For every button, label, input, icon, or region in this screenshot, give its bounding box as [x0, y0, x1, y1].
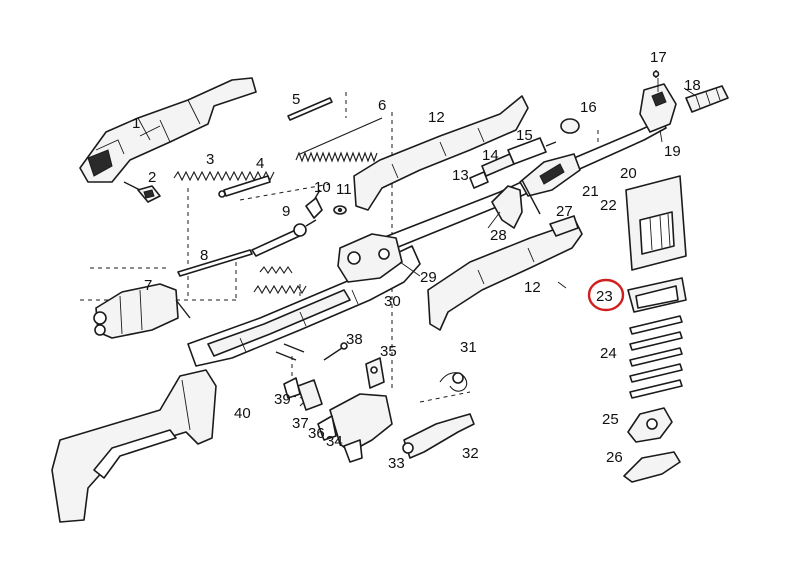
part-22-magazine-body — [625, 175, 687, 271]
label-31: 31 — [460, 339, 477, 356]
label-36: 36 — [308, 425, 325, 442]
label-10: 10 — [314, 179, 331, 196]
label-2: 2 — [148, 169, 156, 186]
part-26-floor-plate — [623, 451, 681, 483]
part-8-firing-pin — [177, 249, 253, 277]
part-34-trigger — [317, 415, 337, 441]
label-11: 11 — [336, 181, 352, 198]
label-21: 21 — [582, 183, 599, 200]
part-2-key — [123, 181, 161, 203]
highlight-ring-23 — [587, 278, 625, 312]
label-6: 6 — [378, 97, 386, 114]
label-13: 13 — [452, 167, 469, 184]
part-28-rear-sight — [491, 179, 541, 229]
label-16: 16 — [580, 99, 597, 116]
label-24: 24 — [600, 345, 617, 362]
label-15: 15 — [516, 127, 533, 144]
label-9: 9 — [282, 203, 290, 220]
part-24-magazine-spring — [629, 315, 683, 399]
part-16-cap — [560, 118, 580, 134]
label-27: 27 — [556, 203, 573, 220]
label-18: 18 — [684, 77, 701, 94]
part-29-trunnion — [337, 233, 403, 283]
part-32-safety-lever — [402, 413, 475, 459]
label-1: 1 — [132, 115, 140, 132]
part-labels: 1 2 3 4 5 6 7 8 9 10 11 12 12 13 14 15 1… — [132, 49, 701, 472]
label-8: 8 — [200, 247, 208, 264]
part-33-trigger-group — [329, 393, 393, 463]
label-33: 33 — [388, 455, 405, 472]
part-27-handguard-retainer — [549, 215, 579, 237]
label-26: 26 — [606, 449, 623, 466]
part-15-gas-tube — [507, 137, 557, 165]
label-30: 30 — [384, 293, 401, 310]
label-5: 5 — [292, 91, 300, 108]
label-4: 4 — [256, 155, 264, 172]
label-39: 39 — [274, 391, 291, 408]
label-25: 25 — [602, 411, 619, 428]
part-5-pin — [287, 97, 333, 121]
part-17-front-sight-post — [652, 70, 660, 78]
part-25-floor-plate-lock — [627, 407, 673, 443]
part-13-sleeve — [469, 171, 489, 189]
part-31-spring — [439, 372, 468, 392]
part-12-lower-handguard — [427, 221, 583, 331]
part-23-magazine-follower — [627, 277, 687, 313]
part-19-front-sight-block — [639, 83, 677, 133]
receiver-spring — [253, 266, 307, 295]
label-34: 34 — [326, 433, 343, 450]
label-7: 7 — [144, 277, 152, 294]
part-39-sear — [275, 343, 305, 399]
part-6-spring — [295, 117, 383, 163]
label-12-upper: 12 — [428, 109, 445, 126]
label-17: 17 — [650, 49, 667, 66]
label-23: 23 — [596, 288, 613, 305]
label-32: 32 — [462, 445, 479, 462]
leader-lines — [139, 78, 697, 289]
label-19: 19 — [664, 143, 681, 160]
label-12-lower: 12 — [524, 279, 541, 296]
part-35-disconnector — [365, 357, 385, 389]
label-38: 38 — [346, 331, 363, 348]
part-10-lever — [305, 189, 323, 219]
label-20: 20 — [620, 165, 637, 182]
part-11-nut — [333, 205, 347, 215]
label-22: 22 — [600, 197, 617, 214]
part-21-gas-block — [519, 153, 581, 197]
part-9-piston — [251, 219, 317, 257]
part-18-muzzle-device — [685, 85, 729, 113]
label-40: 40 — [234, 405, 251, 422]
label-35: 35 — [380, 343, 397, 360]
part-40-stock — [51, 369, 217, 523]
label-3: 3 — [206, 151, 214, 168]
label-28: 28 — [490, 227, 507, 244]
part-38-pin — [323, 342, 348, 361]
label-14: 14 — [482, 147, 499, 164]
part-7-bolt — [93, 283, 191, 339]
part-4-guide-rod — [218, 175, 271, 198]
part-1-bolt-carrier — [79, 77, 257, 183]
part-3-recoil-spring — [173, 170, 275, 182]
part-37-hammer — [297, 379, 323, 411]
label-29: 29 — [420, 269, 437, 286]
part-12-upper-handguard — [353, 95, 529, 211]
label-37: 37 — [292, 415, 309, 432]
